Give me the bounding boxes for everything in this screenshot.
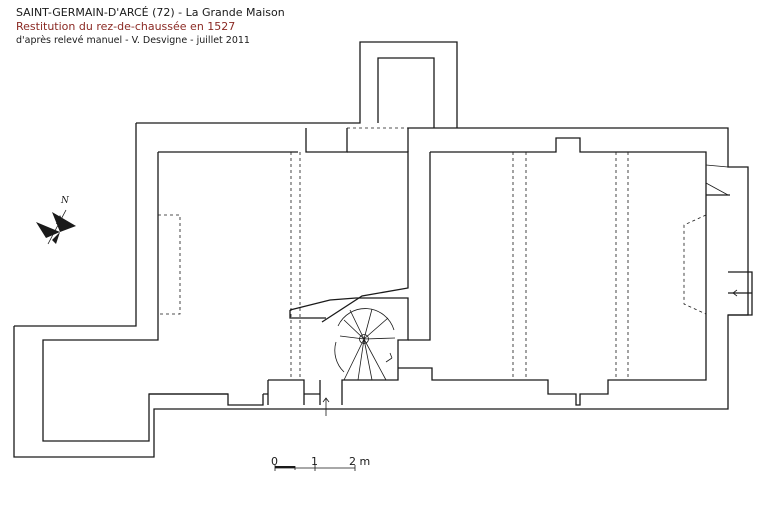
stair-treads	[339, 308, 396, 381]
right-entry-arrow	[732, 289, 748, 297]
scale-tick-2: 2 m	[349, 455, 370, 468]
plan-credit: d'après relevé manuel - V. Desvigne - ju…	[16, 35, 250, 46]
stair-arrow	[385, 352, 393, 363]
north-label: N	[60, 196, 70, 206]
compass-axis	[47, 209, 67, 245]
stair-enclosure-wall	[289, 297, 409, 405]
north-arrow: N	[36, 196, 76, 245]
compass-ray-south	[52, 232, 60, 244]
beam-line-1	[290, 152, 301, 380]
left-wing-inner-wall	[42, 152, 264, 442]
stair-sweep	[334, 308, 395, 373]
entry-jambs	[267, 379, 321, 405]
scale-tick-1: 1	[311, 455, 318, 468]
beam-line-3	[615, 152, 629, 380]
right-window-recess	[683, 214, 707, 315]
scale-tick-0: 0	[271, 455, 278, 468]
right-fireplace-bevel	[705, 164, 729, 196]
spiral-staircase	[334, 308, 396, 381]
outbuilding-dashed-outline	[436, 41, 728, 129]
scale-bar: 0 1 2 m	[271, 455, 370, 471]
compass-ray-east	[52, 212, 76, 232]
tower-wall	[158, 57, 435, 153]
beam-line-2	[512, 152, 527, 380]
left-window-recess	[158, 214, 181, 315]
left-room-right-wall	[289, 151, 409, 323]
right-wing-outer-wall	[407, 127, 749, 410]
main-entry-arrow	[322, 397, 330, 416]
plan-subtitle: Restitution du rez-de-chaussée en 1527	[16, 20, 236, 33]
right-wing-inner-wall	[398, 137, 730, 406]
compass-ray-west	[36, 222, 60, 238]
title-block: SAINT-GERMAIN-D'ARCÉ (72) - La Grande Ma…	[16, 6, 285, 48]
left-wing-outer-wall	[13, 41, 458, 458]
plan-title: SAINT-GERMAIN-D'ARCÉ (72) - La Grande Ma…	[16, 6, 285, 19]
scale-segment	[275, 466, 295, 468]
